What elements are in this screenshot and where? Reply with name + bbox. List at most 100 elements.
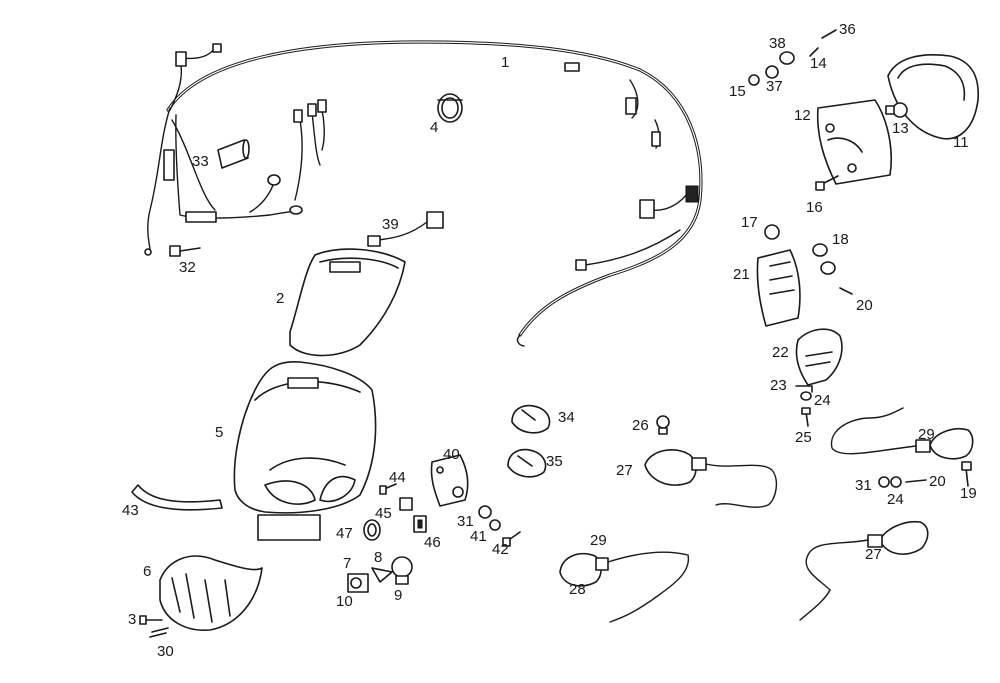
label-21: 21: [733, 266, 750, 283]
label-34: 34: [558, 409, 575, 426]
label-8: 8: [374, 549, 382, 566]
label-46: 46: [424, 534, 441, 551]
front-indicator-left: [644, 449, 778, 508]
clip-45: [399, 497, 413, 511]
label-28: 28: [569, 581, 586, 598]
label-11: 11: [953, 134, 969, 151]
label-29a: 29: [590, 532, 607, 549]
label-2: 2: [276, 290, 284, 307]
screw-20a: [839, 287, 853, 295]
label-45: 45: [375, 505, 392, 522]
label-31b: 31: [855, 477, 872, 494]
label-24a: 24: [814, 392, 831, 409]
label-47: 47: [336, 525, 353, 542]
screw-44: [379, 483, 397, 495]
label-12: 12: [794, 107, 811, 124]
washer-24b: [890, 476, 902, 488]
label-39: 39: [382, 216, 399, 233]
screw-20b: [905, 479, 927, 483]
washer-18b: [820, 261, 836, 275]
label-25: 25: [795, 429, 812, 446]
screw-42: [502, 531, 521, 547]
bracket-plate: [430, 454, 469, 507]
label-32: 32: [179, 259, 196, 276]
switch-46: [413, 515, 427, 533]
screw-19: [961, 461, 972, 487]
label-30: 30: [157, 643, 174, 660]
label-27b: 27: [865, 546, 882, 563]
clip-23: [795, 385, 813, 393]
indicator-bulb: [656, 415, 670, 435]
cable-clamp: [437, 93, 463, 123]
label-40: 40: [443, 446, 460, 463]
headlight-bulb: [391, 556, 413, 585]
label-44: 44: [389, 469, 406, 486]
voltage-regulator: [756, 249, 801, 327]
rubber-boot: [217, 139, 250, 169]
label-15: 15: [729, 83, 746, 100]
tail-bulb: [885, 102, 908, 118]
rear-indicator-right: [799, 520, 929, 621]
label-43: 43: [122, 502, 139, 519]
washer-24a: [800, 391, 812, 401]
screw-16: [815, 175, 839, 191]
washer-41: [489, 519, 501, 531]
front-fairing: [233, 361, 377, 541]
label-42: 42: [492, 541, 509, 558]
label-14: 14: [810, 55, 827, 72]
screw-36: [821, 29, 837, 39]
tail-light-housing: [816, 99, 893, 185]
label-20b: 20: [929, 473, 946, 490]
bulb-socket: [347, 573, 369, 593]
nut-31b: [878, 476, 890, 488]
label-1: 1: [501, 54, 509, 71]
label-33: 33: [192, 153, 209, 170]
screw-14: [809, 47, 819, 57]
label-24b: 24: [887, 491, 904, 508]
label-22: 22: [772, 344, 789, 361]
nut-31: [478, 505, 492, 519]
grommet-47: [363, 519, 381, 541]
headlight-lens: [159, 555, 263, 631]
part-number-labels: 1 2 3 4 5 6 7 8 9 10 11 12 13 14 15 16 1…: [122, 21, 977, 660]
bolt: [169, 245, 201, 257]
label-4: 4: [430, 119, 438, 136]
screw: [139, 615, 163, 625]
wiring-harness: [144, 40, 703, 347]
sealing-strip: [131, 484, 223, 511]
tail-light-lens: [887, 54, 979, 140]
label-23: 23: [770, 377, 787, 394]
socket-holder-34: [511, 404, 551, 434]
label-31a: 31: [457, 513, 474, 530]
label-9: 9: [394, 587, 402, 604]
label-36: 36: [839, 21, 856, 38]
label-17: 17: [741, 214, 758, 231]
washer-37: [765, 65, 779, 79]
label-26: 26: [632, 417, 649, 434]
headlight-upper-cover: [289, 248, 406, 357]
rear-indicator-left: [559, 551, 689, 623]
label-6: 6: [143, 563, 151, 580]
label-3: 3: [128, 611, 136, 628]
label-35: 35: [546, 453, 563, 470]
front-indicator-right: [830, 407, 974, 460]
label-13: 13: [892, 120, 909, 137]
horn-cover: [795, 328, 843, 386]
label-16: 16: [806, 199, 823, 216]
washer-18a: [812, 243, 828, 257]
screw-25: [801, 407, 811, 427]
washer-38: [779, 51, 795, 65]
spring-clip: [371, 567, 393, 583]
label-37: 37: [766, 78, 783, 95]
label-27a: 27: [616, 462, 633, 479]
label-41: 41: [470, 528, 487, 545]
label-5: 5: [215, 424, 223, 441]
label-20a: 20: [856, 297, 873, 314]
screw-small: [149, 627, 169, 638]
label-10: 10: [336, 593, 353, 610]
label-7: 7: [343, 555, 351, 572]
label-19: 19: [960, 485, 977, 502]
nut-17: [764, 224, 780, 240]
label-29b: 29: [918, 426, 935, 443]
